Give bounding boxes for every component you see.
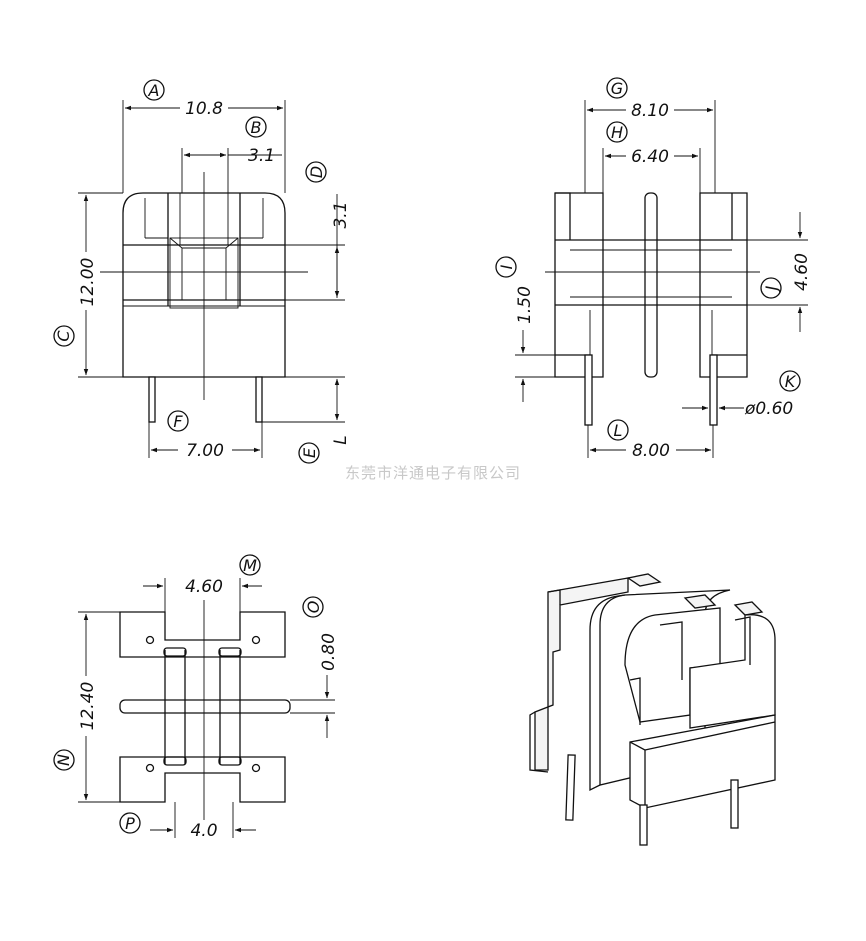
marker-C: C: [53, 325, 75, 347]
svg-text:B: B: [251, 118, 262, 137]
marker-B: B: [245, 116, 267, 138]
svg-text:O: O: [304, 601, 323, 614]
isometric-view: [529, 573, 776, 846]
marker-D: D: [305, 161, 327, 183]
marker-I: I: [495, 256, 517, 278]
svg-text:I: I: [497, 264, 516, 269]
marker-H: H: [606, 121, 628, 143]
reference-markers: A B C D E F G H: [53, 77, 801, 834]
front-view: 10.8 3.1 12.00 3.1 L 7.00: [76, 98, 351, 461]
svg-text:E: E: [300, 447, 319, 458]
svg-text:H: H: [611, 123, 623, 142]
svg-text:C: C: [54, 330, 73, 342]
svg-text:K: K: [785, 372, 797, 391]
marker-A: A: [143, 79, 165, 101]
dim-C-value: 12.00: [78, 258, 98, 307]
marker-O: O: [302, 596, 324, 618]
dim-B-value: 3.1: [248, 146, 275, 166]
marker-M: M: [239, 554, 261, 576]
dim-M-value: 4.60: [185, 577, 223, 597]
dim-E-value: L: [331, 435, 351, 444]
marker-F: F: [167, 410, 189, 432]
dim-L-value: 8.00: [632, 441, 670, 461]
svg-text:M: M: [243, 556, 257, 575]
marker-K: K: [779, 370, 801, 392]
dim-H-value: 6.40: [631, 147, 669, 167]
svg-text:D: D: [307, 166, 326, 178]
marker-E: E: [298, 442, 320, 464]
dim-F-value: 7.00: [186, 441, 224, 461]
svg-text:F: F: [173, 412, 183, 431]
marker-J: J: [760, 277, 782, 299]
dim-P-value: 4.0: [190, 821, 217, 841]
svg-text:L: L: [614, 421, 623, 440]
dim-G-value: 8.10: [631, 101, 669, 121]
svg-text:N: N: [54, 754, 73, 766]
svg-text:P: P: [125, 814, 135, 833]
marker-G: G: [606, 77, 628, 99]
svg-text:A: A: [148, 81, 160, 100]
dim-D-value: 3.1: [331, 201, 351, 228]
marker-P: P: [119, 812, 141, 834]
dim-A-value: 10.8: [185, 99, 223, 119]
marker-N: N: [53, 749, 75, 771]
watermark-text: 东莞市洋通电子有限公司: [345, 464, 521, 482]
svg-text:G: G: [611, 79, 623, 98]
bottom-view: 4.60 12.40 0.80 4.0: [76, 577, 339, 841]
dim-I-value: 1.50: [515, 286, 535, 324]
dim-O-value: 0.80: [319, 633, 339, 671]
marker-L: L: [607, 419, 629, 441]
dim-N-value: 12.40: [78, 682, 98, 731]
dim-J-value: 4.60: [792, 253, 812, 291]
svg-text:J: J: [762, 285, 781, 293]
side-view: 8.10 6.40 1.50 4.60 ø0.60 8.00: [515, 100, 812, 461]
dim-K-value: ø0.60: [744, 399, 793, 419]
